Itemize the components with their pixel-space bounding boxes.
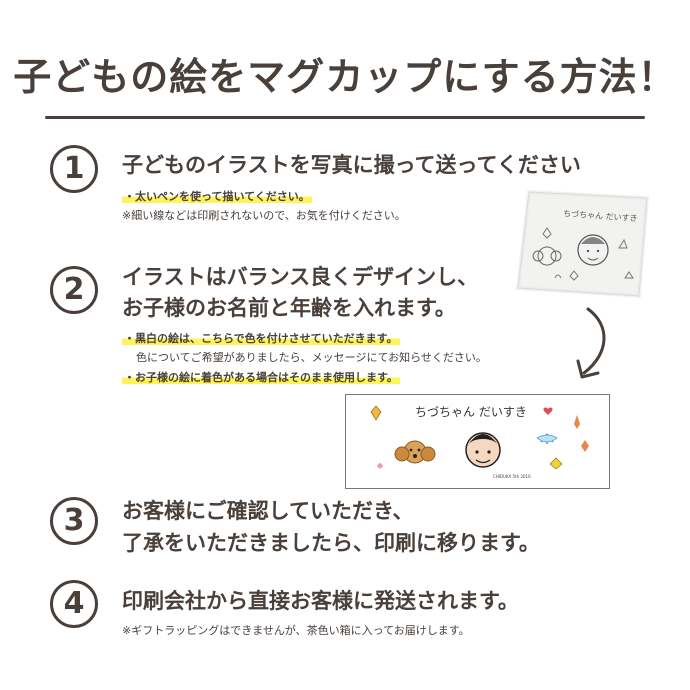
step-2-note-2: 色についてご希望がありましたら、メッセージにてお知らせください。 (136, 351, 487, 364)
step-1-note-2: ※細い線などは印刷されないので、お気を付けください。 (122, 209, 406, 222)
title-underline (45, 116, 645, 119)
step-3-heading-line-2: 了承をいただきましたら、印刷に移ります。 (122, 531, 540, 555)
step-4-number: 4 (50, 580, 98, 628)
step-4-heading: 印刷会社から直接お客様に発送されます。 (122, 589, 519, 613)
mug-design-small-text: CHIDUKA 5th 2016 (493, 474, 531, 479)
step-1-note-1: ・太いペンを使って描いてください。 (122, 190, 312, 203)
step-2-note-1: ・黒白の絵は、こちらで色を付けさせていただきます。 (122, 332, 400, 345)
drawing-photo-image: ちづちゃん だいすき (515, 188, 650, 299)
step-2-number: 2 (50, 266, 98, 314)
step-1-heading: 子どものイラストを写真に撮って送ってください (122, 153, 581, 177)
page-title: 子どもの絵をマグカップにする方法！ (13, 55, 677, 99)
step-2-heading-line-1: イラストはバランス良くデザインし、 (122, 265, 479, 289)
mug-design-image: ちづちゃん だいすき CHIDUKA 5th 2016 (345, 394, 610, 489)
step-1-number: 1 (50, 145, 98, 193)
step-4-note-1: ※ギフトラッピングはできませんが、茶色い箱に入ってお届けします。 (122, 624, 470, 637)
curved-arrow-icon (570, 305, 620, 385)
step-3-number: 3 (50, 497, 98, 545)
step-3-heading-line-1: お客様にご確認していただき、 (122, 499, 414, 523)
step-2-heading-line-2: お子様のお名前と年齢を入れます。 (122, 296, 456, 320)
step-2-note-3: ・お子様の絵に着色がある場合はそのまま使用します。 (122, 371, 400, 384)
mug-design-text: ちづちゃん だいすき (415, 405, 527, 419)
